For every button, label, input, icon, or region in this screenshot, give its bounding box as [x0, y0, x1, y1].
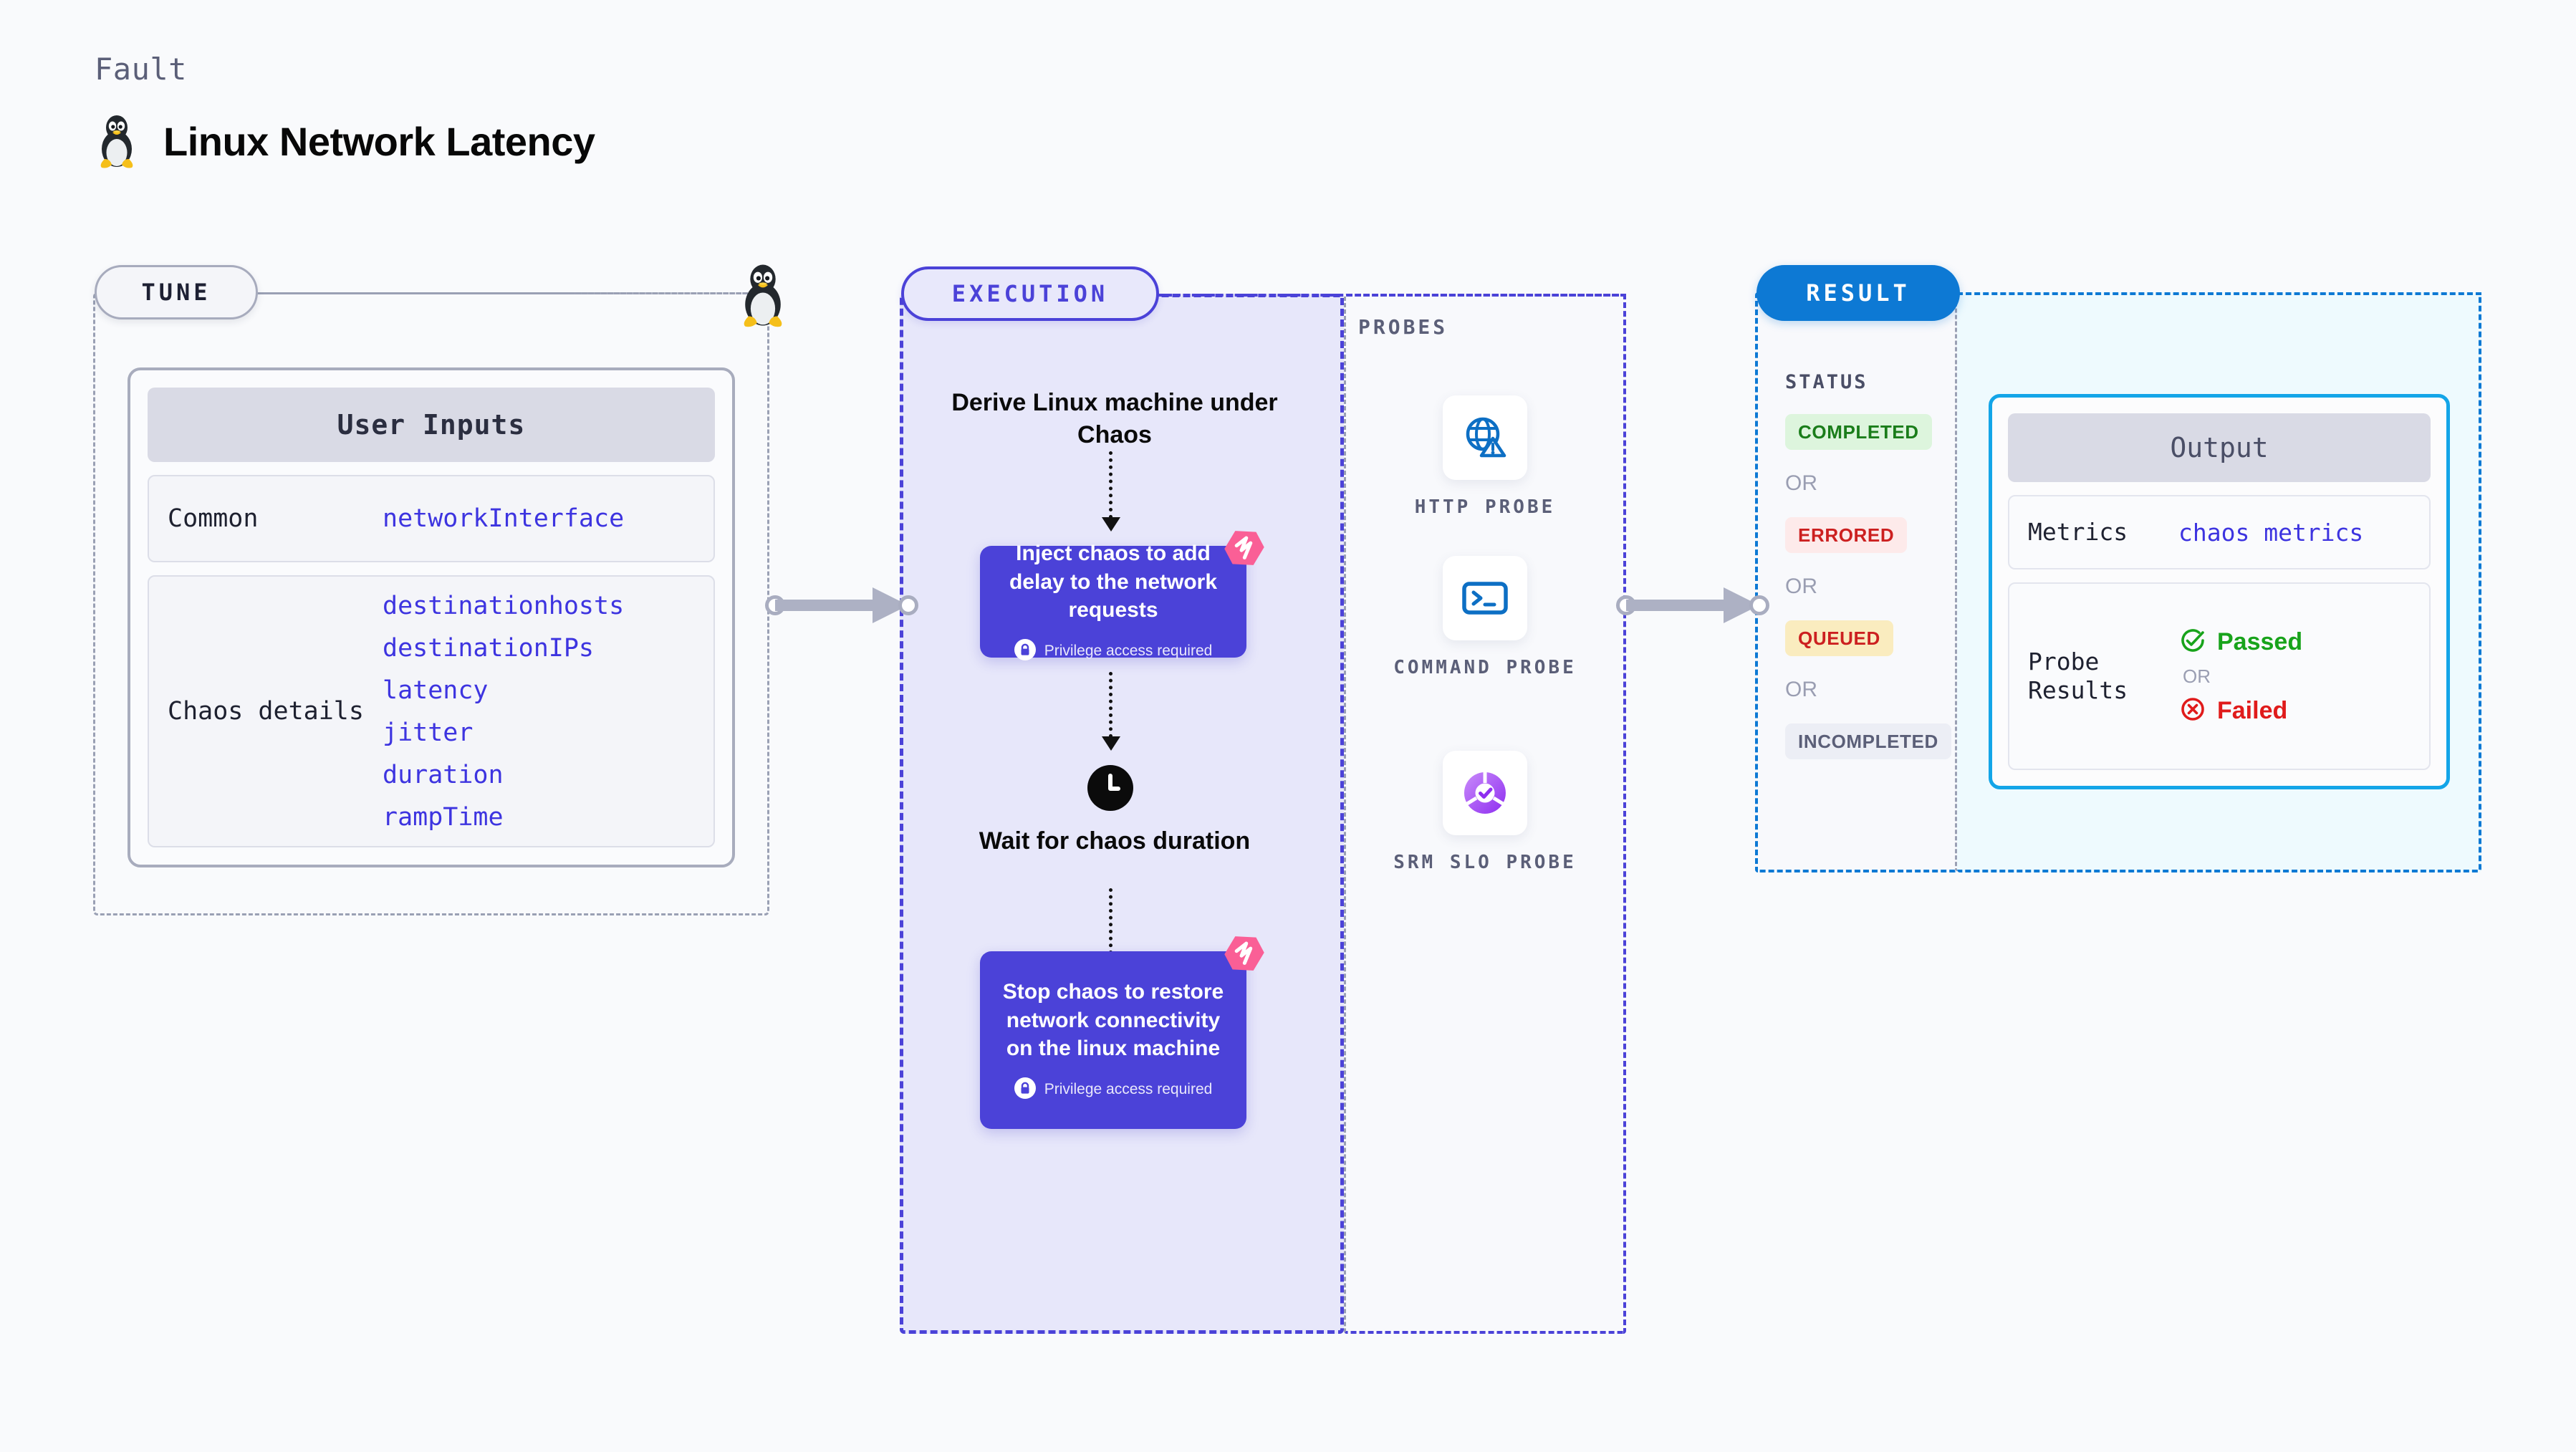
output-metrics-key: Metrics	[2028, 518, 2128, 547]
execution-region	[900, 294, 1344, 1334]
output-metrics-value: chaos metrics	[2178, 518, 2364, 547]
globe-warning-icon	[1443, 395, 1527, 480]
execution-dash-connector	[1158, 294, 1626, 297]
status-or-2: OR	[1785, 574, 1817, 598]
privilege-note: Privilege access required	[1014, 1077, 1213, 1102]
tune-value: networkInterface	[383, 504, 625, 533]
tune-value: destinationhosts	[383, 591, 625, 620]
lock-icon	[1014, 1077, 1036, 1102]
harness-ribbon-icon	[1221, 524, 1268, 572]
status-heading: STATUS	[1785, 371, 1868, 393]
tune-label: TUNE	[95, 265, 258, 319]
execution-step-inject-chaos[interactable]: Inject chaos to add delay to the network…	[980, 531, 1264, 660]
status-badge-queued: QUEUED	[1785, 620, 1893, 656]
probe-result-failed: Failed	[2178, 695, 2302, 727]
check-circle-icon	[2178, 626, 2207, 658]
probe-passed-label: Passed	[2217, 628, 2303, 655]
slo-donut-check-icon	[1443, 751, 1527, 835]
execution-step-stop-chaos[interactable]: Stop chaos to restore network connectivi…	[980, 936, 1264, 1129]
clock-icon	[1087, 765, 1133, 811]
flow-arrow-2	[1102, 672, 1120, 751]
result-dash-connector	[1957, 292, 2481, 295]
page-title-text: Linux Network Latency	[163, 118, 595, 164]
fault-kicker: Fault	[95, 52, 187, 87]
probe-result-options: Passed OR Failed	[2178, 626, 2302, 727]
user-inputs-title: User Inputs	[148, 388, 715, 462]
connector-end-dot	[1749, 595, 1769, 615]
tune-value: destinationIPs	[383, 633, 595, 663]
execution-label: EXECUTION	[901, 266, 1159, 321]
flow-arrow-1	[1102, 451, 1120, 532]
linux-penguin-icon	[95, 113, 139, 169]
user-inputs-card: User Inputs Common networkInterface Chao…	[128, 367, 735, 867]
probe-item-command[interactable]: COMMAND PROBE	[1344, 556, 1626, 681]
tune-value: jitter	[383, 718, 474, 747]
execution-step-wait-duration: Wait for chaos duration	[979, 827, 1251, 855]
harness-ribbon-icon	[1221, 930, 1268, 977]
linux-penguin-icon-tune	[736, 262, 789, 328]
privilege-note-text: Privilege access required	[1044, 1081, 1213, 1098]
probe-item-http[interactable]: HTTP PROBE	[1344, 395, 1626, 520]
status-or-3: OR	[1785, 678, 1817, 701]
privilege-note: Privilege access required	[1014, 638, 1213, 664]
connector-line	[775, 600, 875, 611]
tune-value: duration	[383, 760, 504, 789]
tune-row-key: Common	[168, 504, 259, 533]
page-title: Linux Network Latency	[95, 113, 595, 169]
output-probe-key: Probe Results	[2028, 648, 2128, 704]
connector-line	[1626, 600, 1726, 611]
execution-step-derive-machine: Derive Linux machine under Chaos	[951, 389, 1278, 448]
tune-dash-connector	[256, 292, 748, 294]
status-badge-incompleted: INCOMPLETED	[1785, 723, 1951, 759]
tune-row-values: networkInterface	[383, 504, 624, 533]
probes-label: PROBES	[1358, 315, 1448, 339]
status-badge-errored: ERRORED	[1785, 517, 1908, 553]
output-card: Output Metrics chaos metrics Probe Resul…	[1989, 394, 2450, 789]
tune-value: rampTime	[383, 802, 504, 832]
tune-row-common: Common networkInterface	[148, 475, 715, 562]
output-row-probe-results: Probe Results Passed OR	[2008, 582, 2431, 770]
result-label: RESULT	[1756, 265, 1960, 321]
terminal-icon	[1443, 556, 1527, 640]
probe-item-srm-slo[interactable]: SRM SLO PROBE	[1344, 751, 1626, 875]
connector-tune-to-execution	[765, 587, 918, 623]
probe-failed-label: Failed	[2217, 696, 2288, 724]
status-or-1: OR	[1785, 471, 1817, 495]
connector-end-dot	[898, 595, 918, 615]
probe-label: COMMAND PROBE	[1393, 657, 1577, 678]
x-circle-icon	[2178, 695, 2207, 727]
tune-row-values: destinationhosts destinationIPs latency …	[383, 592, 624, 832]
lock-icon	[1014, 638, 1036, 664]
output-row-metrics: Metrics chaos metrics	[2008, 495, 2431, 569]
result-status-region	[1755, 292, 1957, 872]
chaos-box-title: Stop chaos to restore network connectivi…	[1002, 980, 1224, 1061]
tune-row-chaos-details: Chaos details destinationhosts destinati…	[148, 575, 715, 847]
connector-execution-to-result	[1616, 587, 1769, 623]
tune-row-key: Chaos details	[168, 696, 364, 726]
chaos-box-title: Inject chaos to add delay to the network…	[1009, 542, 1218, 622]
probe-result-or: OR	[2183, 665, 2211, 687]
status-badge-completed: COMPLETED	[1785, 414, 1932, 450]
probe-label: SRM SLO PROBE	[1393, 852, 1577, 873]
probe-result-passed: Passed	[2178, 626, 2302, 658]
privilege-note-text: Privilege access required	[1044, 643, 1213, 660]
output-title: Output	[2008, 413, 2431, 482]
probe-label: HTTP PROBE	[1414, 496, 1556, 518]
tune-value: latency	[383, 675, 489, 705]
